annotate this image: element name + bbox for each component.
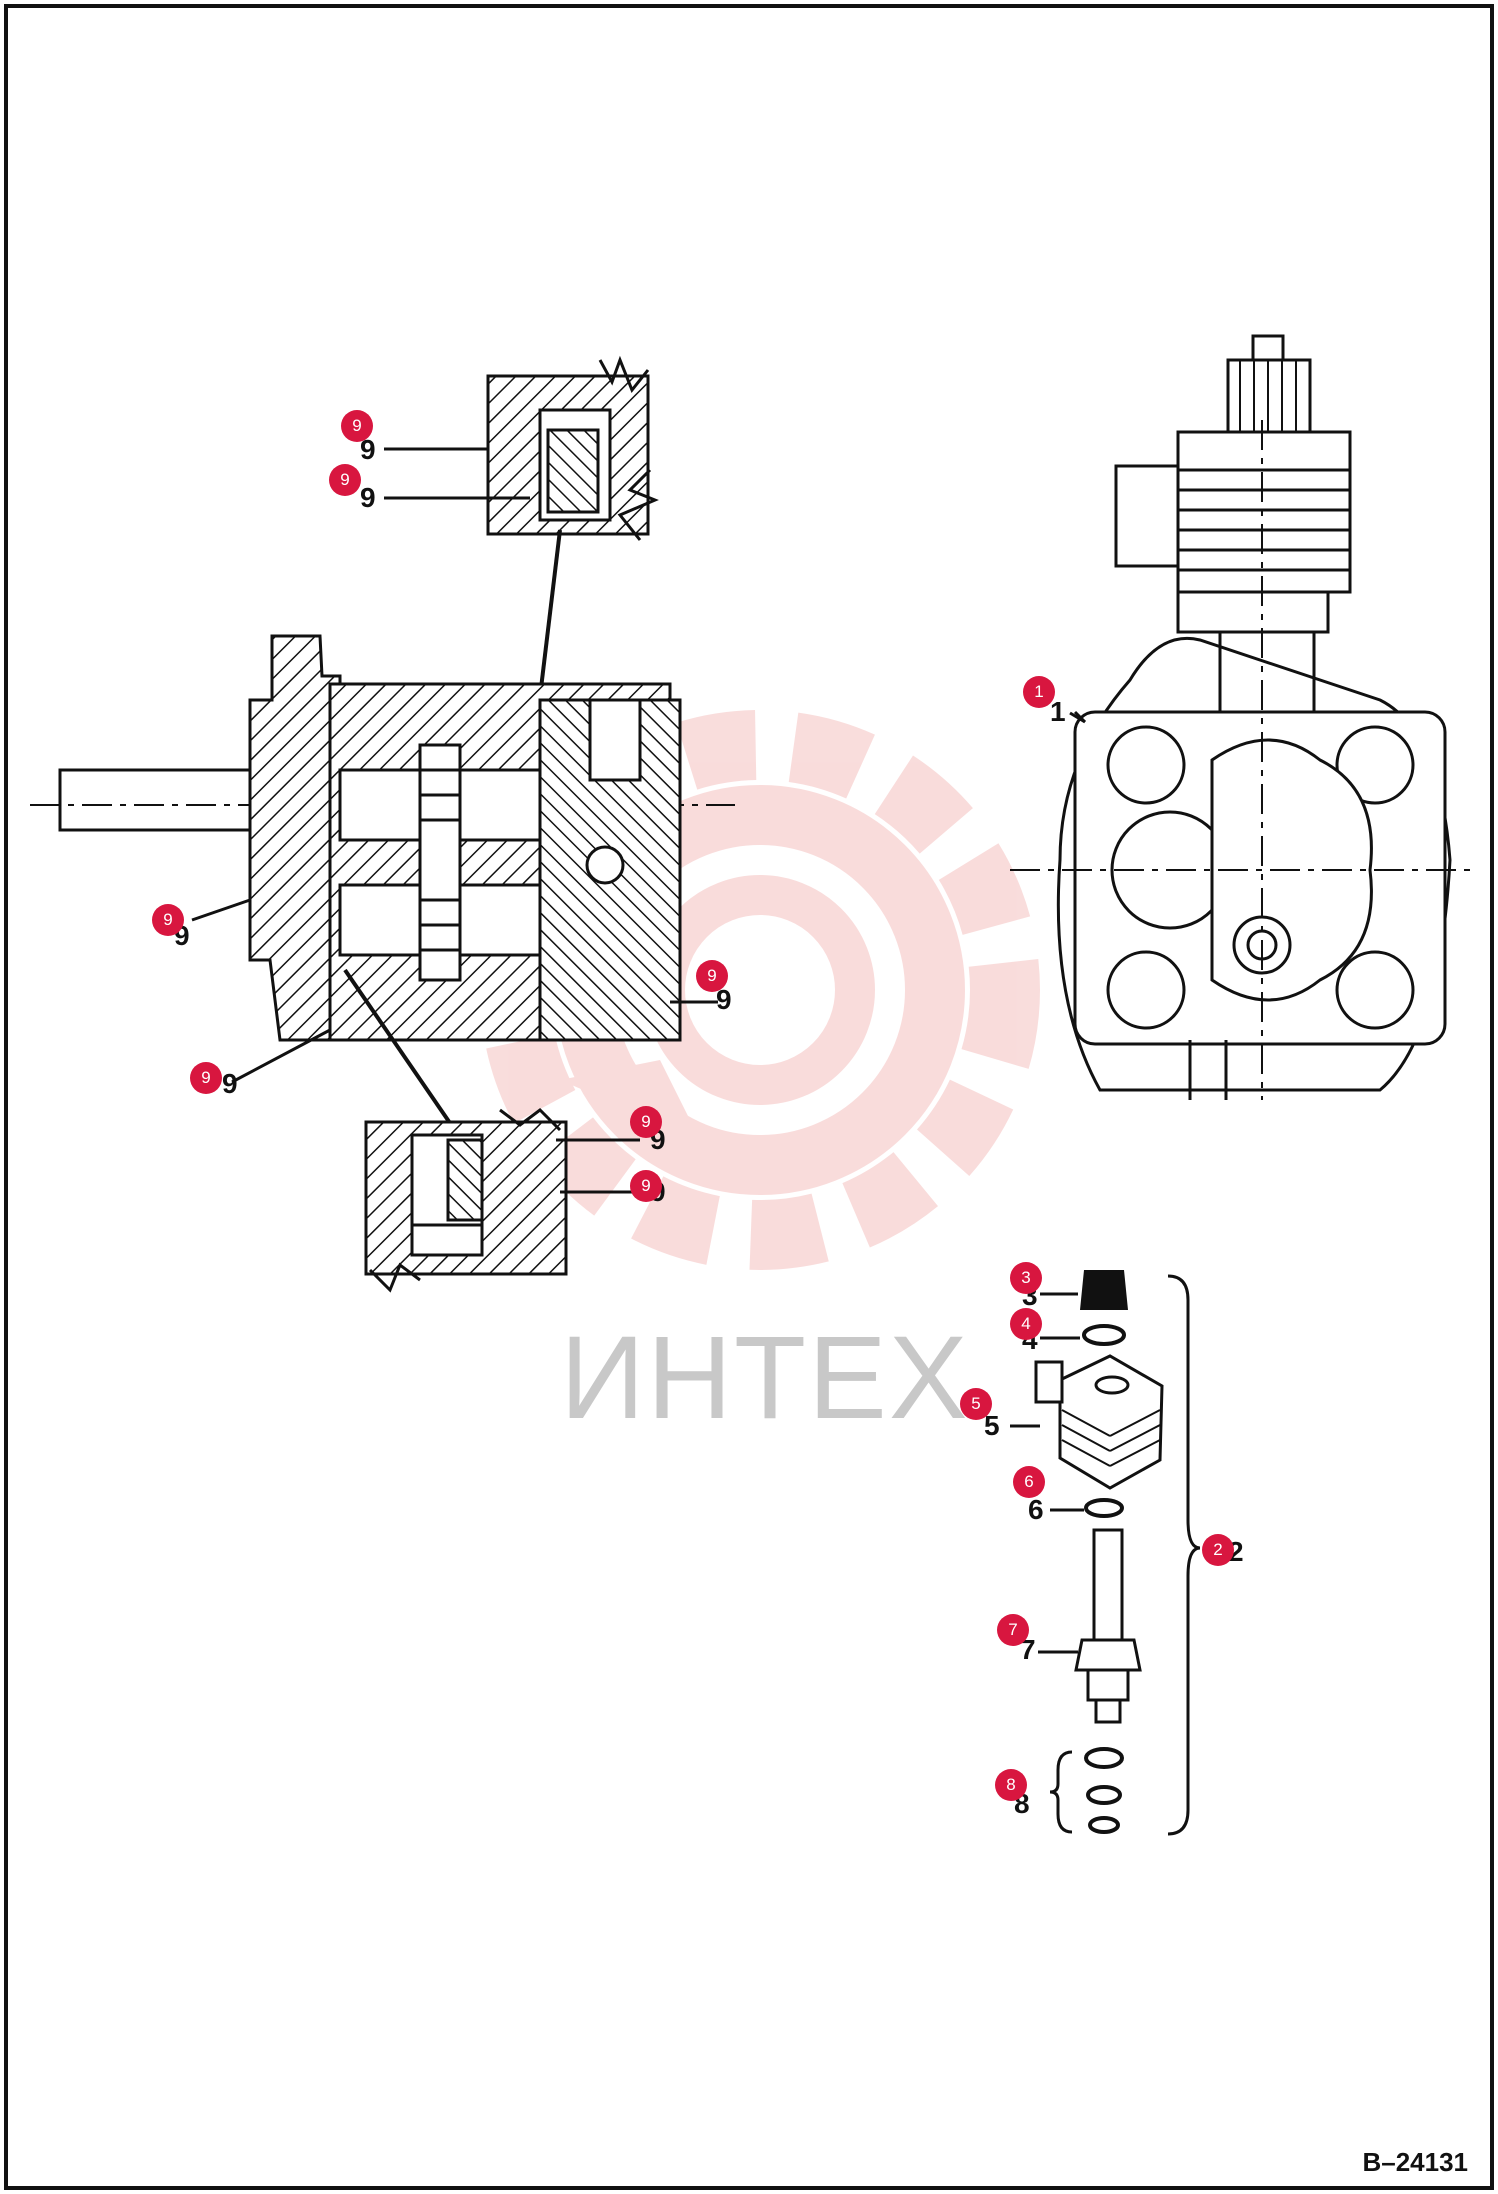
callout-1[interactable]: 1 — [1023, 676, 1055, 708]
part-number-1: 1 — [1050, 696, 1066, 727]
bottom-detail-section — [364, 1108, 568, 1293]
drawing-code: B–24131 — [1362, 2147, 1468, 2177]
callout-6[interactable]: 6 — [1013, 1466, 1045, 1498]
callout-9f[interactable]: 9 — [630, 1106, 662, 1138]
callout-4[interactable]: 4 — [1010, 1308, 1042, 1340]
pump-section-view — [30, 634, 735, 1128]
part-number-9d: 9 — [716, 984, 732, 1015]
part-number-9e: 9 — [222, 1068, 238, 1099]
callout-9c[interactable]: 9 — [152, 904, 184, 936]
valve-end-view — [1010, 334, 1470, 1100]
part-number-9a: 9 — [360, 434, 376, 465]
callout-9b[interactable]: 9 — [329, 464, 361, 496]
callout-9d[interactable]: 9 — [696, 960, 728, 992]
callout-3[interactable]: 3 — [1010, 1262, 1042, 1294]
part-number-7: 7 — [1020, 1634, 1036, 1665]
part-number-6: 6 — [1028, 1494, 1044, 1525]
solenoid-kit-exploded — [1034, 1270, 1201, 1836]
callout-9a[interactable]: 9 — [341, 410, 373, 442]
top-detail-section — [486, 355, 659, 731]
callout-5[interactable]: 5 — [960, 1388, 992, 1420]
callout-9e[interactable]: 9 — [190, 1062, 222, 1094]
leader-lines — [191, 447, 1086, 1654]
callout-9g[interactable]: 9 — [630, 1170, 662, 1202]
callout-7[interactable]: 7 — [997, 1614, 1029, 1646]
watermark-text: ИНТЕХ — [560, 1312, 970, 1444]
part-number-5: 5 — [984, 1410, 1000, 1441]
page-border — [4, 4, 1494, 2190]
callout-2[interactable]: 2 — [1202, 1534, 1234, 1566]
callout-8[interactable]: 8 — [995, 1769, 1027, 1801]
part-number-9b: 9 — [360, 482, 376, 513]
